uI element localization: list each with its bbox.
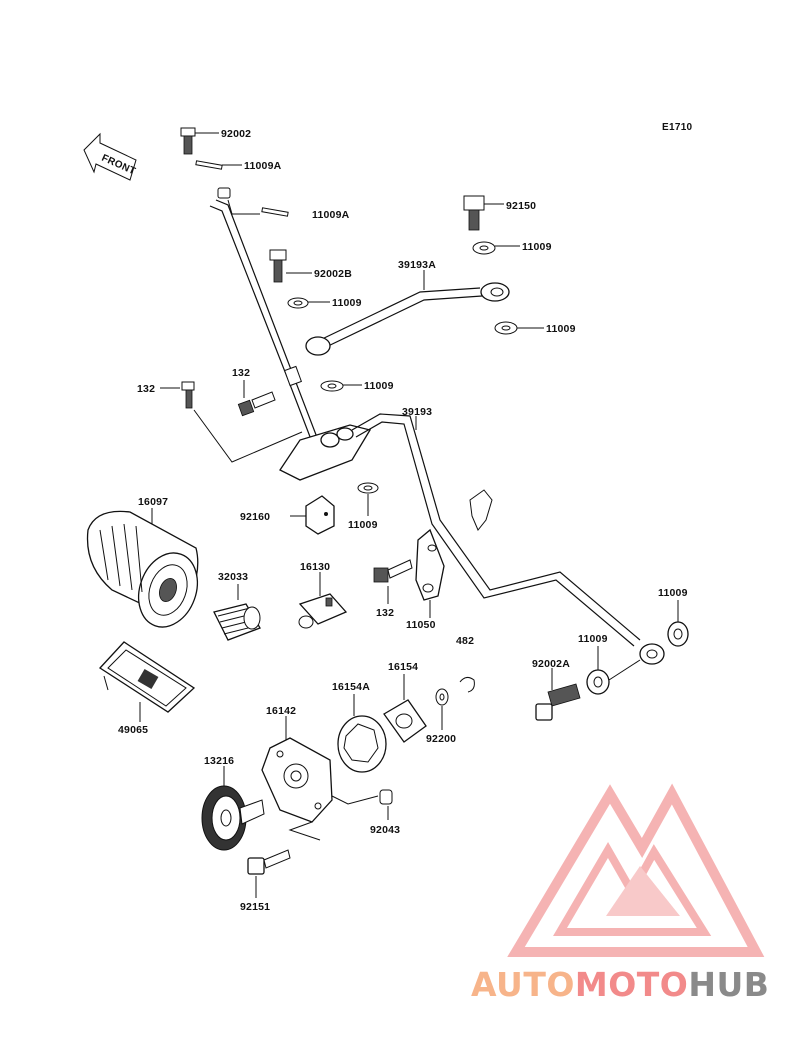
- diagram-code: E1710: [662, 122, 693, 133]
- watermark-moto: MOTO: [575, 965, 688, 1004]
- label-39193a: 39193A: [398, 259, 436, 271]
- pipe-clamp: [283, 365, 303, 387]
- label-16097: 16097: [138, 496, 168, 508]
- label-49065: 49065: [118, 724, 148, 736]
- oil-filter-16097: [86, 510, 199, 628]
- bolt-92151: [247, 849, 291, 875]
- label-92002b: 92002B: [314, 268, 352, 280]
- oil-strainer-49065: [98, 641, 196, 713]
- label-132-left: 132: [137, 383, 155, 395]
- watermark-text: AUTOMOTOHUB: [471, 965, 769, 1004]
- label-11009-d: 11009: [364, 380, 394, 392]
- bolt-92002a: [535, 683, 581, 721]
- label-11009-a: 11009: [522, 241, 552, 253]
- oil-pipe-39193a: [305, 282, 510, 356]
- relief-valve-32033: [213, 603, 261, 641]
- front-arrow-icon: FRONT: [83, 132, 137, 181]
- bolt-132-left: [181, 381, 195, 409]
- bolt-92002b: [269, 249, 287, 283]
- pipe-junction: [279, 424, 372, 481]
- oil-pipe-39193: [351, 413, 665, 665]
- label-11009a-top: 11009A: [244, 160, 282, 172]
- label-11009-g: 11009: [578, 633, 608, 645]
- bolt-92002: [180, 127, 196, 155]
- bracket-11050: [415, 528, 445, 601]
- label-482: 482: [456, 635, 474, 647]
- label-92002: 92002: [221, 128, 251, 140]
- pump-rotor-16154: [383, 699, 427, 743]
- label-92200: 92200: [426, 733, 456, 745]
- label-11009-b: 11009: [332, 297, 362, 309]
- washer-11009a-mid: [261, 207, 289, 217]
- pump-rotor-16154a: [337, 715, 387, 773]
- label-16154a: 16154A: [332, 681, 370, 693]
- label-16130: 16130: [300, 561, 330, 573]
- label-132-low: 132: [376, 607, 394, 619]
- label-32033: 32033: [218, 571, 248, 583]
- label-16154: 16154: [388, 661, 418, 673]
- pump-body-16142: [261, 737, 333, 823]
- label-16142: 16142: [266, 705, 296, 717]
- watermark-logo-icon: [507, 783, 765, 957]
- label-92043: 92043: [370, 824, 400, 836]
- washer-11009a-top: [195, 160, 223, 170]
- pin-92043: [379, 789, 393, 805]
- bolt-132-low: [373, 559, 413, 583]
- damper-92160: [305, 495, 335, 535]
- label-11009-f: 11009: [658, 587, 688, 599]
- pump-gear-13216: [201, 785, 265, 851]
- label-11009a-mid: 11009A: [312, 209, 350, 221]
- oil-pipe-left: [209, 187, 319, 443]
- label-11009-c: 11009: [546, 323, 576, 335]
- label-11009-e: 11009: [348, 519, 378, 531]
- watermark-auto: AUTO: [471, 965, 575, 1004]
- label-13216: 13216: [204, 755, 234, 767]
- label-92151: 92151: [240, 901, 270, 913]
- label-92002a: 92002A: [532, 658, 570, 670]
- label-11050: 11050: [406, 619, 436, 631]
- label-132-mid: 132: [232, 367, 250, 379]
- oil-switch-16130: [298, 593, 348, 629]
- label-92160: 92160: [240, 511, 270, 523]
- bolt-92150: [463, 195, 485, 231]
- circlip-482: [459, 676, 475, 693]
- watermark-hub: HUB: [688, 965, 769, 1004]
- bolt-132-mid: [237, 391, 276, 417]
- label-39193: 39193: [402, 406, 432, 418]
- label-92150: 92150: [506, 200, 536, 212]
